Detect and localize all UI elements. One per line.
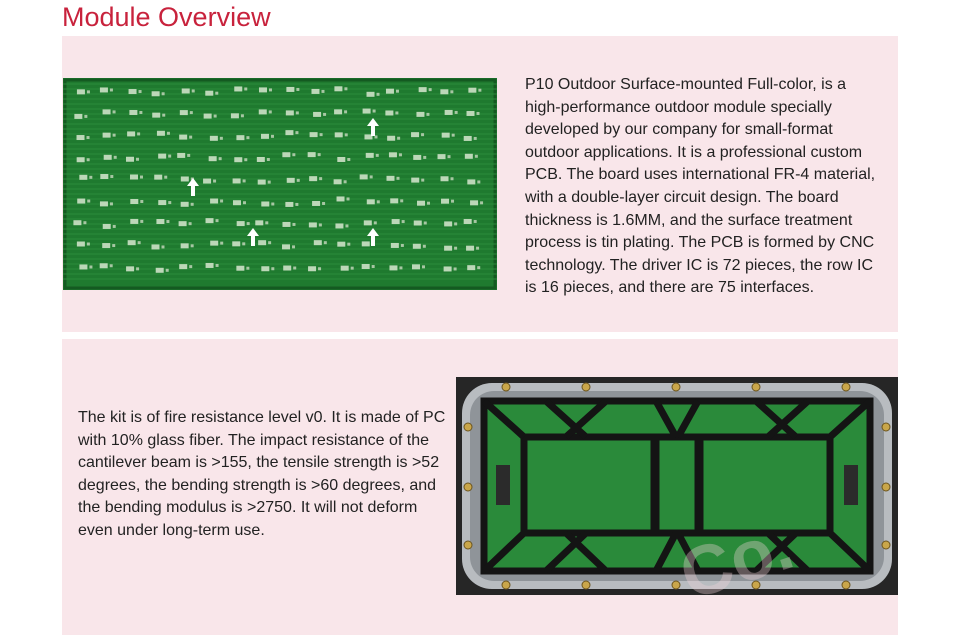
pcb-board-image [63, 78, 497, 290]
section-kit-overview: The kit is of fire resistance level v0. … [62, 339, 898, 635]
kit-description: The kit is of fire resistance level v0. … [78, 409, 446, 539]
page-title: Module Overview [62, 2, 271, 32]
section-pcb-overview: P10 Outdoor Surface-mounted Full-color, … [62, 36, 898, 332]
pcb-description: P10 Outdoor Surface-mounted Full-color, … [525, 76, 876, 297]
module-kit-image [456, 377, 898, 595]
